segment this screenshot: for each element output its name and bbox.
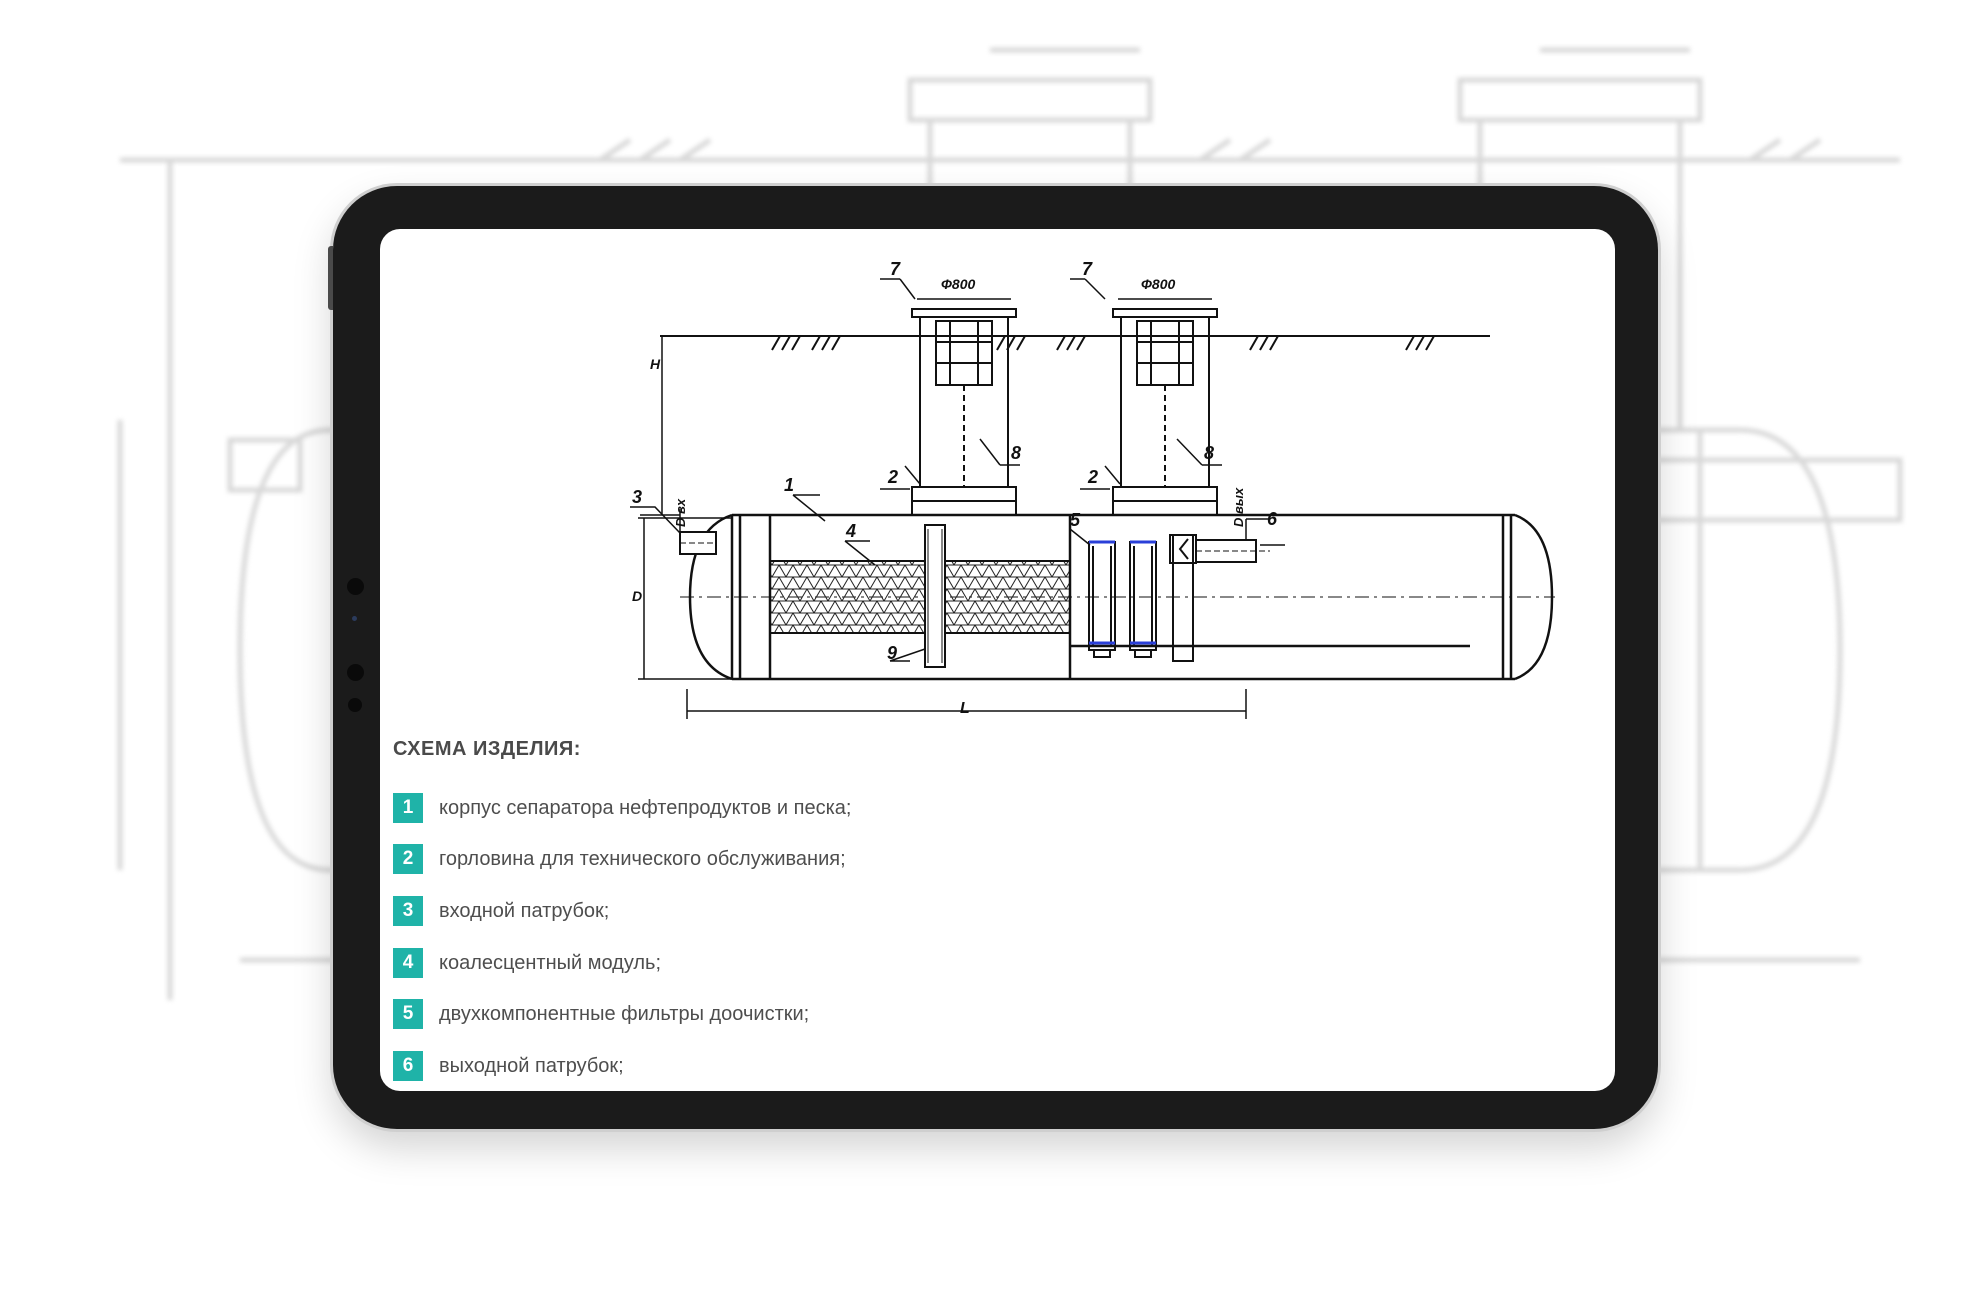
callout-2b: 2 bbox=[1087, 467, 1098, 487]
callout-7a: 7 bbox=[890, 259, 901, 279]
legend-item: 2 горловина для технического обслуживани… bbox=[393, 844, 846, 874]
legend-item-text: выходной патрубок; bbox=[439, 1054, 624, 1077]
dim-outlet: D вых bbox=[1231, 487, 1246, 527]
outlet-pipe bbox=[1195, 539, 1270, 563]
outlet-baffle bbox=[1169, 534, 1197, 662]
hatch-1 bbox=[911, 308, 1017, 516]
support-9 bbox=[924, 524, 946, 668]
callout-2a: 2 bbox=[887, 467, 898, 487]
dimension-lines bbox=[630, 278, 1285, 719]
callout-5: 5 bbox=[1070, 510, 1081, 530]
legend-item: 4 коалесцентный модуль; bbox=[393, 948, 661, 978]
dim-height: H bbox=[650, 356, 661, 372]
legend-item: 1 корпус сепаратора нефтепродуктов и пес… bbox=[393, 793, 851, 823]
sensor-dot-icon bbox=[352, 616, 357, 621]
callout-4: 4 bbox=[845, 521, 856, 541]
separator-diagram: 7 7 8 8 2 2 3 1 4 5 6 9 Ф800 Ф800 H D L … bbox=[630, 259, 1555, 719]
tablet-screen: 7 7 8 8 2 2 3 1 4 5 6 9 Ф800 Ф800 H D L … bbox=[380, 229, 1615, 1091]
diagram-callouts: 7 7 8 8 2 2 3 1 4 5 6 9 Ф800 Ф800 H D L … bbox=[632, 259, 1278, 717]
legend-item: 6 выходной патрубок; bbox=[393, 1051, 624, 1081]
tank-body bbox=[680, 513, 1555, 681]
dim-hatch-2: Ф800 bbox=[1141, 276, 1176, 292]
tablet-side-button bbox=[328, 246, 333, 310]
filters-5 bbox=[1088, 540, 1157, 658]
legend-number-badge: 4 bbox=[393, 948, 423, 978]
legend-item: 3 входной патрубок; bbox=[393, 896, 609, 926]
hatch-2 bbox=[1112, 308, 1218, 516]
inlet-pipe bbox=[679, 531, 717, 555]
dim-diameter: D bbox=[632, 588, 642, 604]
callout-8a: 8 bbox=[1011, 443, 1021, 463]
callout-8b: 8 bbox=[1204, 443, 1214, 463]
legend-number-badge: 5 bbox=[393, 999, 423, 1029]
sensor-dot-icon bbox=[348, 698, 362, 712]
legend-number-badge: 2 bbox=[393, 844, 423, 874]
callout-3: 3 bbox=[632, 487, 642, 507]
camera-dot-icon bbox=[347, 578, 364, 595]
dim-length: L bbox=[960, 700, 970, 717]
legend-item-text: входной патрубок; bbox=[439, 899, 610, 922]
camera-dot-icon bbox=[347, 664, 364, 681]
coalescent-module bbox=[769, 560, 1071, 634]
dim-inlet: D вх bbox=[673, 498, 688, 527]
dim-hatch-1: Ф800 bbox=[941, 276, 976, 292]
legend-item-text: двухкомпонентные фильтры доочистки; bbox=[439, 1002, 810, 1025]
legend-number-badge: 1 bbox=[393, 793, 423, 823]
legend-number-badge: 3 bbox=[393, 896, 423, 926]
callout-1: 1 bbox=[784, 475, 794, 495]
callout-7b: 7 bbox=[1082, 259, 1093, 279]
callout-6: 6 bbox=[1267, 509, 1278, 529]
callout-9: 9 bbox=[887, 643, 897, 663]
legend-item-text: корпус сепаратора нефтепродуктов и песка… bbox=[439, 796, 852, 819]
ground-line bbox=[660, 335, 1490, 351]
legend-title: СХЕМА ИЗДЕЛИЯ: bbox=[393, 738, 581, 760]
legend-item-text: горловина для технического обслуживания; bbox=[439, 847, 846, 870]
legend-number-badge: 6 bbox=[393, 1051, 423, 1081]
legend-item: 5 двухкомпонентные фильтры доочистки; bbox=[393, 999, 809, 1029]
legend-item-text: коалесцентный модуль; bbox=[439, 951, 662, 974]
